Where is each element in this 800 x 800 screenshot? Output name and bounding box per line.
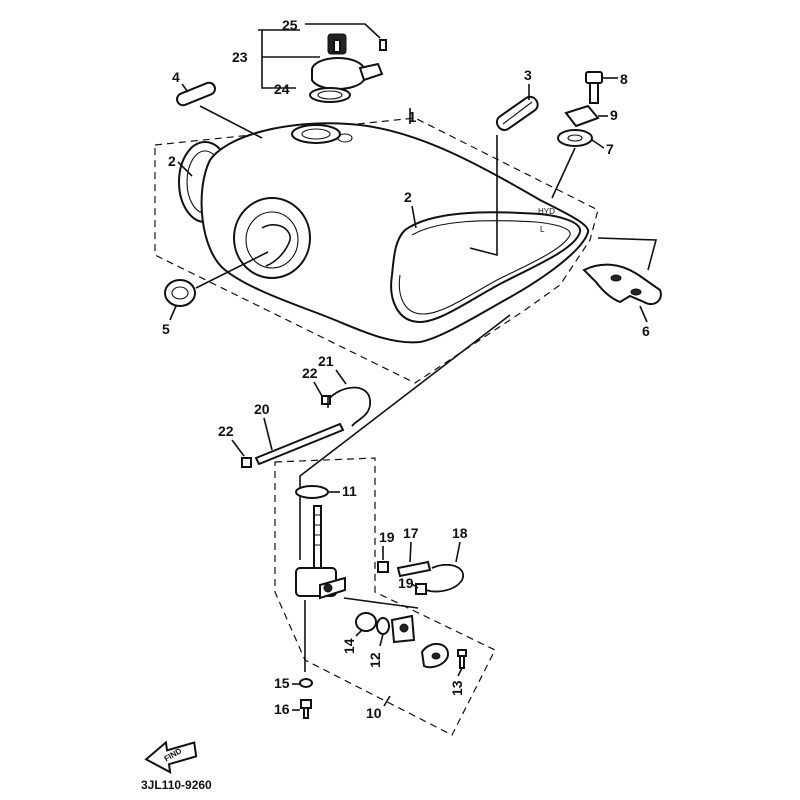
callout-label-14[interactable]: 14 — [341, 638, 357, 654]
clip-22b — [241, 457, 252, 468]
callout-label-20[interactable]: 20 — [254, 401, 270, 417]
callout-label-19b[interactable]: 19 — [398, 575, 414, 591]
callout-label-15[interactable]: 15 — [274, 675, 290, 691]
callout-label-21[interactable]: 21 — [318, 353, 334, 369]
hose-17 — [396, 560, 432, 578]
screw-16 — [300, 699, 312, 719]
callout-label-4[interactable]: 4 — [172, 69, 180, 85]
screw-13 — [457, 649, 467, 669]
fuel-cock-group-outline — [274, 457, 496, 736]
callout-label-11[interactable]: 11 — [342, 483, 357, 499]
callout-label-23[interactable]: 23 — [232, 49, 248, 65]
callout-label-2-right[interactable]: 2 — [404, 189, 412, 205]
rubber-strip-4 — [176, 81, 216, 107]
fuel-tank-body: HYD L — [200, 122, 590, 344]
washer-14 — [355, 612, 377, 632]
callout-label-5[interactable]: 5 — [162, 321, 170, 337]
fuel-hose-21 — [327, 386, 371, 427]
fuel-pipe-20 — [254, 422, 345, 466]
callout-label-17[interactable]: 17 — [403, 525, 419, 541]
clip-19a — [377, 561, 389, 573]
callout-label-22a[interactable]: 22 — [302, 365, 318, 381]
fuel-cap-assembly — [309, 33, 387, 103]
find-arrow-icon: FIND — [144, 740, 198, 774]
callout-label-16[interactable]: 16 — [274, 701, 290, 717]
fuel-cock-plate — [420, 643, 450, 669]
fuel-cock-body — [295, 505, 346, 600]
bolt-8 — [585, 71, 603, 104]
callout-label-25[interactable]: 25 — [282, 17, 298, 33]
grommet-5 — [164, 279, 196, 307]
clip-22a — [321, 395, 331, 405]
collar-9 — [564, 104, 600, 128]
callout-label-2-left[interactable]: 2 — [168, 153, 176, 169]
callout-label-18[interactable]: 18 — [452, 525, 468, 541]
callout-label-19a[interactable]: 19 — [379, 529, 395, 545]
callout-label-12[interactable]: 12 — [367, 652, 383, 668]
callout-label-22b[interactable]: 22 — [218, 423, 234, 439]
tank-side-emblem — [390, 211, 582, 324]
callout-label-8[interactable]: 8 — [620, 71, 628, 87]
callout-label-10[interactable]: 10 — [366, 705, 382, 721]
callout-label-9[interactable]: 9 — [610, 107, 618, 123]
damper-3 — [495, 95, 539, 131]
clip-19b — [415, 583, 427, 595]
damper-7 — [557, 129, 593, 147]
tank-group-outline — [154, 117, 599, 384]
callout-label-6[interactable]: 6 — [642, 323, 650, 339]
catalog-code: 3JL110-9260 — [141, 778, 212, 792]
oring-12 — [376, 617, 390, 635]
tank-bracket-6 — [582, 263, 662, 306]
callout-label-24[interactable]: 24 — [274, 81, 290, 97]
washer-15 — [299, 678, 313, 688]
oring-11 — [295, 485, 329, 499]
svg-text:L: L — [540, 225, 545, 234]
callout-label-13[interactable]: 13 — [449, 680, 465, 696]
hose-18 — [425, 564, 464, 593]
callout-label-1[interactable]: 1 — [408, 109, 416, 126]
callout-label-3[interactable]: 3 — [524, 67, 532, 83]
svg-text:HYD: HYD — [538, 207, 555, 216]
callout-label-7[interactable]: 7 — [606, 141, 614, 157]
fuel-cock-lever — [390, 614, 416, 644]
